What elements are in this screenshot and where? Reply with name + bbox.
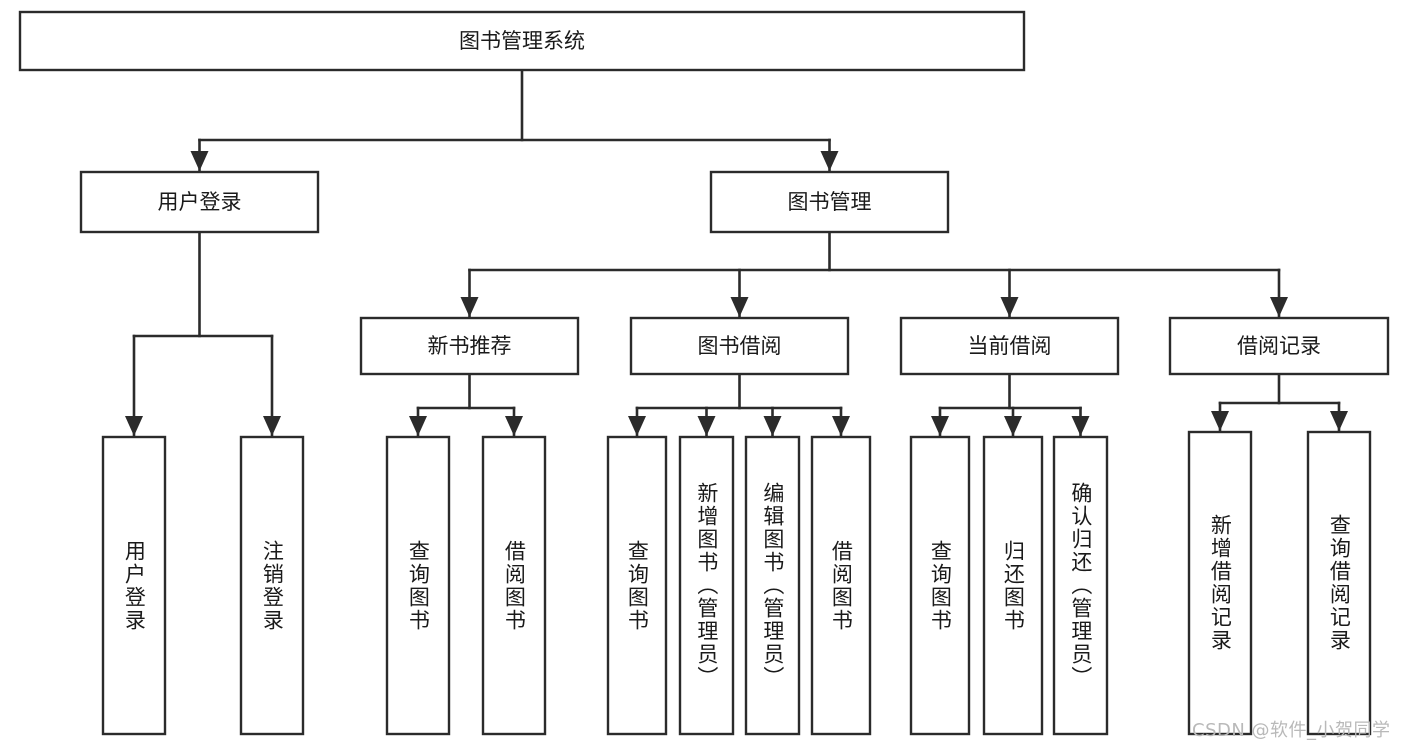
node-box-leaf-borrow-book-1[interactable] xyxy=(481,435,547,736)
arrow-icon-to-leaf-confirm-return xyxy=(1071,416,1090,436)
node-box-current-borrow[interactable] xyxy=(899,316,1120,376)
node-box-root[interactable] xyxy=(18,10,1026,72)
node-box-leaf-logout[interactable] xyxy=(239,435,305,736)
node-box-leaf-add-borrow-record[interactable] xyxy=(1187,430,1253,736)
arrow-icon-to-book-borrow xyxy=(730,297,749,317)
node-label-root: 图书管理系统 xyxy=(459,29,585,53)
arrow-icon-to-leaf-edit-book-admin xyxy=(763,416,782,436)
arrow-icon-to-leaf-add-borrow-record xyxy=(1211,411,1229,431)
node-box-leaf-query-borrow-record[interactable] xyxy=(1306,430,1372,736)
node-box-leaf-query-book-3[interactable] xyxy=(909,435,971,736)
node-label-user-login: 用户登录 xyxy=(158,190,242,214)
node-box-borrow-record[interactable] xyxy=(1168,316,1390,376)
node-box-leaf-borrow-book-2[interactable] xyxy=(810,435,872,736)
node-label-book-management: 图书管理 xyxy=(788,190,872,214)
arrow-icon-to-borrow-record xyxy=(1270,297,1288,317)
node-box-leaf-query-book-1[interactable] xyxy=(385,435,451,736)
arrow-icon-to-current-borrow xyxy=(1000,297,1019,317)
arrow-icon-to-leaf-add-book-admin xyxy=(697,416,716,436)
node-box-new-book-recommend[interactable] xyxy=(359,316,580,376)
node-box-leaf-user-login[interactable] xyxy=(101,435,167,736)
node-boxes-layer xyxy=(18,10,1390,736)
arrow-icon-to-leaf-query-book-2 xyxy=(628,416,646,436)
arrow-icon-to-user-login xyxy=(190,151,209,171)
csdn-watermark: CSDN @软件_小贺同学 xyxy=(1192,720,1391,741)
arrow-icon-to-leaf-query-book-3 xyxy=(931,416,949,436)
connectors-layer xyxy=(125,68,1348,438)
node-label-current-borrow: 当前借阅 xyxy=(968,334,1052,358)
node-box-leaf-edit-book-admin[interactable] xyxy=(744,435,801,736)
arrow-icon-to-leaf-logout xyxy=(263,416,281,436)
arrow-icon-to-leaf-return-book xyxy=(1004,416,1022,436)
node-box-leaf-return-book[interactable] xyxy=(982,435,1044,736)
arrow-icon-to-new-book-recommend xyxy=(460,297,479,317)
arrow-icon-to-leaf-user-login xyxy=(125,416,143,436)
node-label-borrow-record: 借阅记录 xyxy=(1237,334,1321,358)
arrow-icon-to-leaf-query-book-1 xyxy=(409,416,427,436)
node-box-leaf-confirm-return[interactable] xyxy=(1052,435,1109,736)
arrow-icon-to-leaf-borrow-book-1 xyxy=(505,416,523,436)
arrow-icon-to-book-management xyxy=(820,151,839,171)
node-box-book-management[interactable] xyxy=(709,170,950,234)
node-label-book-borrow: 图书借阅 xyxy=(698,334,782,358)
node-box-user-login[interactable] xyxy=(79,170,320,234)
arrow-icon-to-leaf-query-borrow-record xyxy=(1330,411,1348,431)
node-box-leaf-add-book-admin[interactable] xyxy=(678,435,735,736)
arrow-icon-to-leaf-borrow-book-2 xyxy=(832,416,850,436)
node-box-leaf-query-book-2[interactable] xyxy=(606,435,668,736)
node-label-new-book-recommend: 新书推荐 xyxy=(428,334,512,358)
node-box-book-borrow[interactable] xyxy=(629,316,850,376)
